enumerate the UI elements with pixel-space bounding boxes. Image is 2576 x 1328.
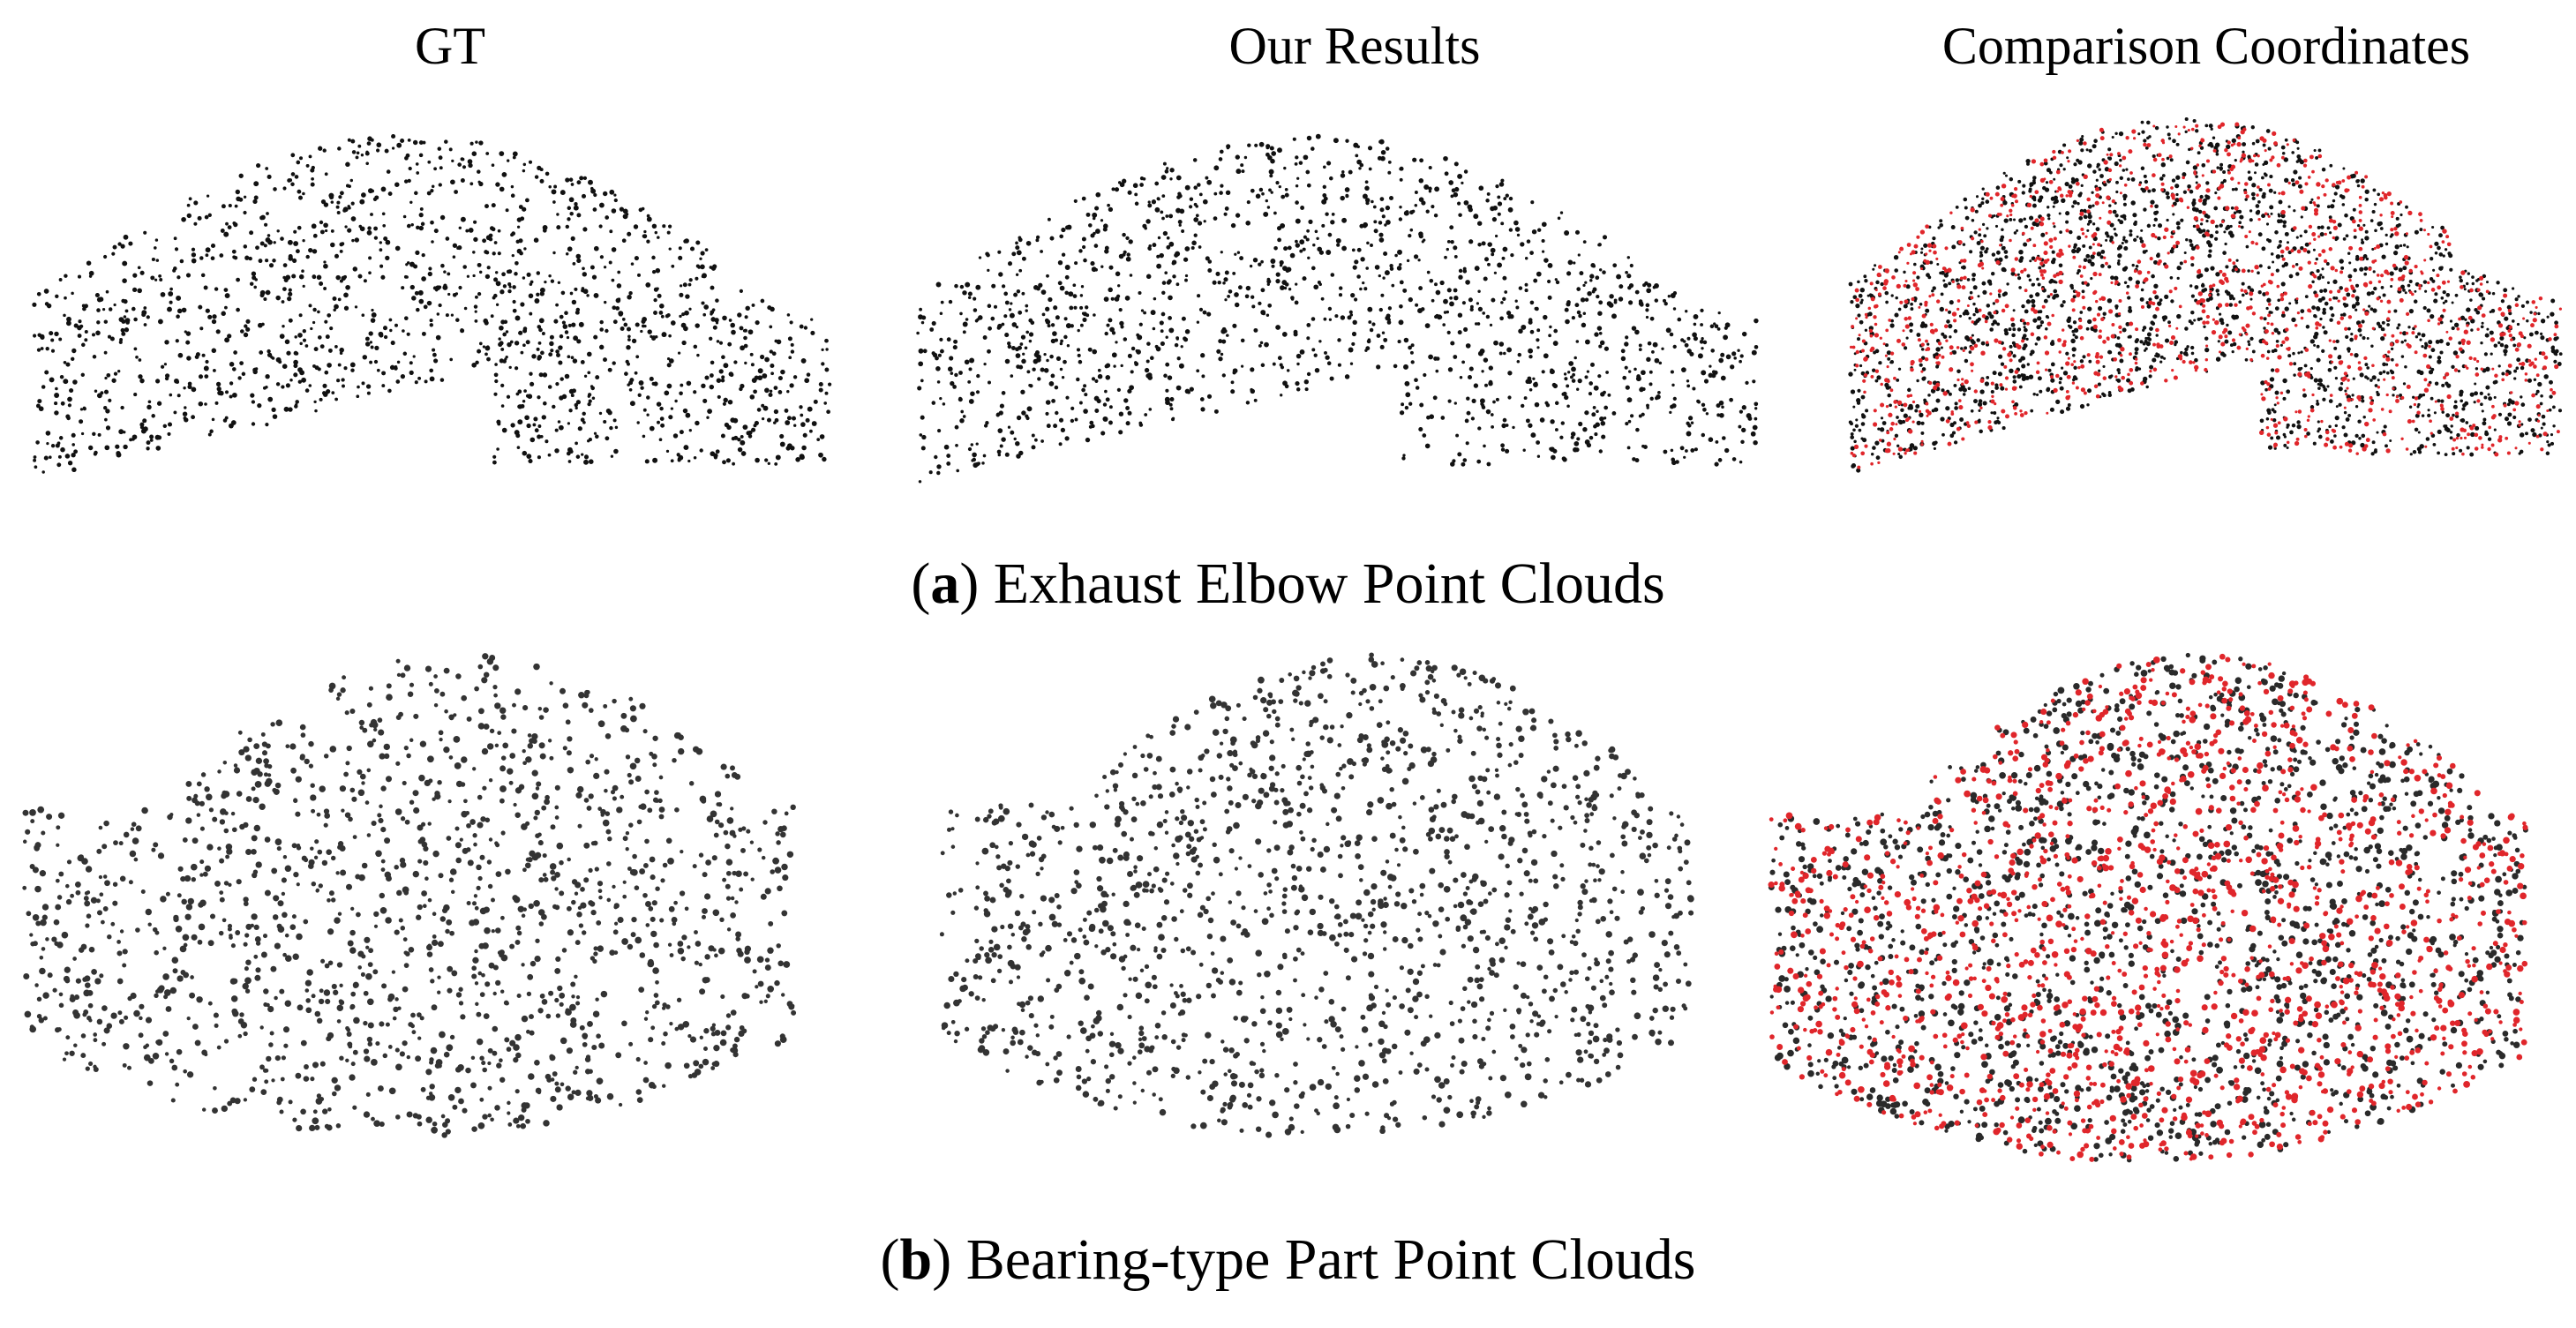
elbow-comparison-panel xyxy=(1848,116,2563,473)
column-header-gt: GT xyxy=(415,17,485,75)
elbow-our-results-panel xyxy=(916,133,1759,484)
caption-b-text: Bearing-type Part Point Clouds xyxy=(965,1227,1696,1292)
caption-a: (a) Exhaust Elbow Point Clouds xyxy=(911,551,1665,616)
caption-a-letter: a xyxy=(930,551,960,616)
bearing-gt-panel xyxy=(22,653,797,1138)
caption-b: (b) Bearing-type Part Point Clouds xyxy=(880,1227,1696,1292)
column-header-comparison-coordinates: Comparison Coordinates xyxy=(1941,17,2471,75)
bearing-comparison-panel xyxy=(1768,652,2528,1163)
caption-b-letter: b xyxy=(899,1227,933,1292)
column-header-our-results: Our Results xyxy=(1228,17,1481,75)
bearing-our-results-panel xyxy=(939,652,1694,1138)
elbow-gt-panel xyxy=(32,133,832,474)
caption-a-text: Exhaust Elbow Point Clouds xyxy=(993,551,1665,616)
